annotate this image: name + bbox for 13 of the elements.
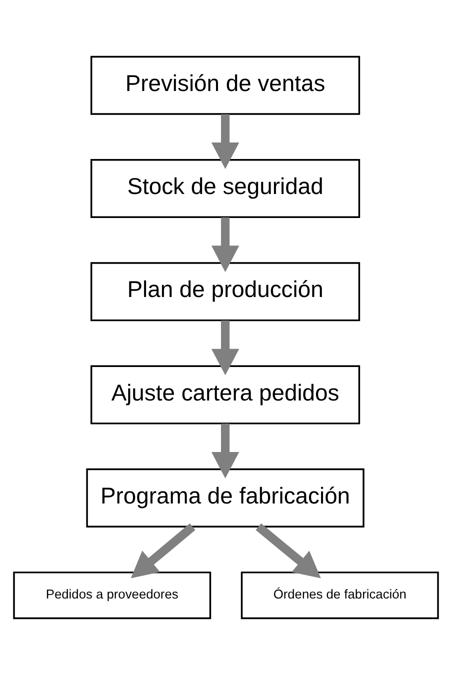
node-box: Ajuste cartera pedidos [90, 365, 360, 424]
node-box: Pedidos a proveedores [13, 572, 212, 620]
arrow [211, 320, 240, 376]
arrow [211, 217, 240, 272]
node-box: Órdenes de fabricación [240, 572, 439, 620]
arrow [130, 523, 196, 578]
node-box: Previsión de ventas [90, 56, 360, 115]
arrow [256, 523, 321, 578]
arrow [211, 114, 240, 169]
node-box: Plan de producción [90, 262, 360, 322]
node-box: Stock de seguridad [90, 159, 360, 218]
arrow [211, 424, 240, 478]
node-box: Programa de fabricación [86, 468, 364, 528]
